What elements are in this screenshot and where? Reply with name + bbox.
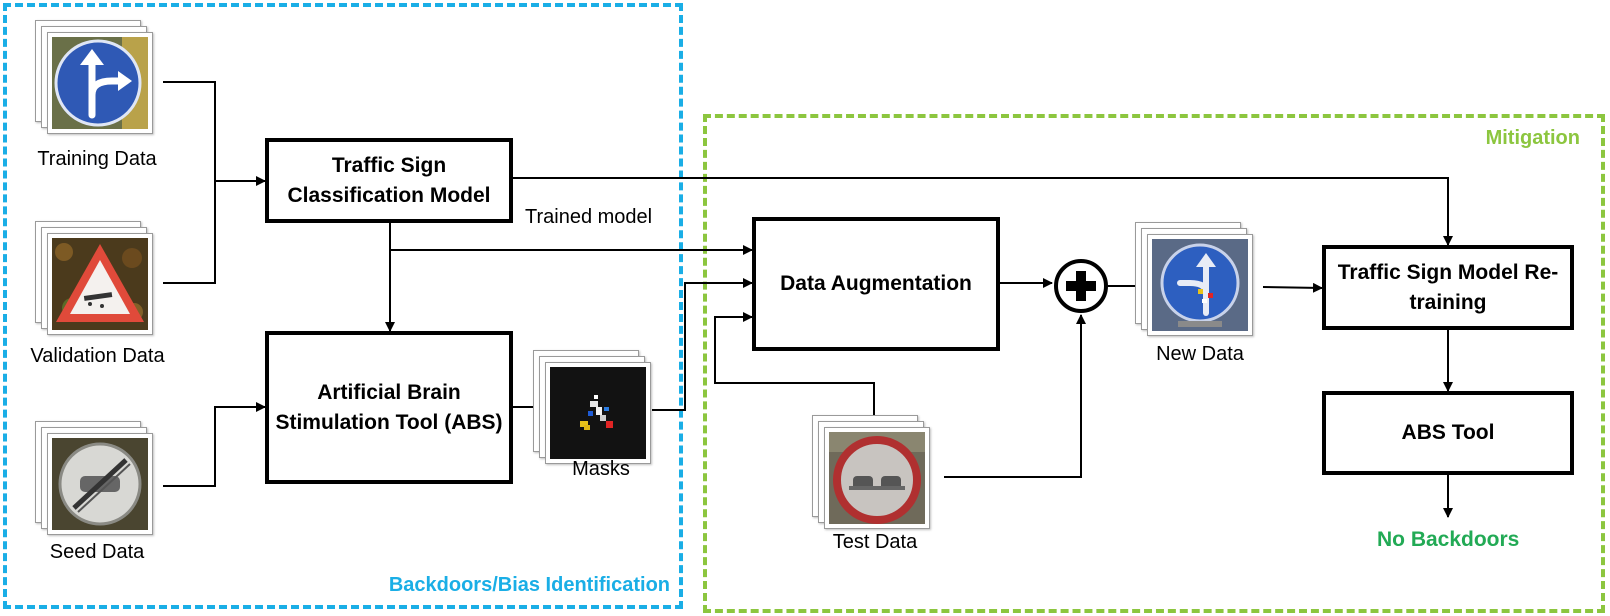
retraining-label: Traffic Sign Model Re-training [1337, 261, 1559, 314]
validation-data-images [35, 221, 163, 341]
new-data-label: New Data [1156, 343, 1244, 365]
test-data-label: Test Data [832, 531, 918, 553]
abs-stimulation-box: Artificial Brain Stimulation Tool (ABS) [265, 331, 513, 484]
validation-data-label: Validation Data [30, 345, 165, 367]
seed-data-label: Seed Data [49, 541, 145, 563]
edge-test-to-augmentation [714, 312, 875, 415]
classification-model-box: Traffic Sign Classification Model [265, 138, 513, 223]
identification-region [3, 3, 683, 609]
edge-masks-to-augmentation [652, 278, 753, 411]
training-data-images [35, 20, 163, 140]
combine-node [1054, 259, 1108, 313]
edge-seed-to-abs [163, 402, 266, 487]
trained-model-edge-label: Trained model [525, 206, 653, 228]
masks-label: Masks [572, 458, 630, 480]
seed-data-images [35, 421, 163, 541]
new-data-images [1135, 222, 1263, 342]
edge-training-to-model [163, 81, 266, 186]
retraining-box: Traffic Sign Model Re-training [1322, 245, 1574, 330]
masks-images [533, 350, 661, 470]
identification-region-label: Backdoors/Bias Identification [388, 574, 670, 596]
data-augmentation-box: Data Augmentation [752, 217, 1000, 351]
edge-validation-to-model [163, 181, 216, 284]
edge-new-data-to-retraining [1262, 282, 1323, 293]
abs-tool-label: ABS Tool [1401, 421, 1495, 445]
mitigation-region-label: Mitigation [1485, 127, 1580, 149]
mitigation-region [703, 114, 1605, 613]
edge-model-to-retraining [512, 177, 1453, 246]
abs-tool-box: ABS Tool [1322, 391, 1574, 475]
test-data-images [812, 415, 940, 535]
abs-stimulation-label: Artificial Brain Stimulation Tool (ABS) [275, 381, 503, 434]
outcome-label: No Backdoors [1377, 528, 1520, 551]
edge-test-to-combine [944, 314, 1086, 478]
training-data-label: Training Data [37, 148, 157, 170]
classification-model-label: Traffic Sign Classification Model [287, 154, 491, 207]
data-augmentation-label: Data Augmentation [780, 272, 972, 296]
